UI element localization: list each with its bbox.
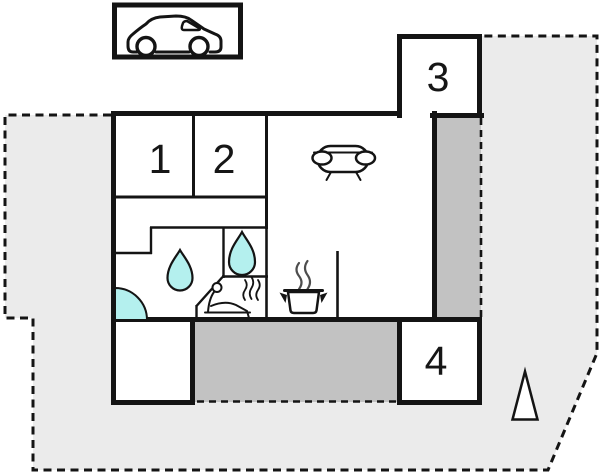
terrace-bottom [195, 320, 397, 402]
car-icon [126, 14, 223, 58]
car-wheel-rear [135, 35, 157, 58]
carport [112, 2, 243, 60]
room-label-2: 2 [213, 136, 236, 182]
shower-icon [114, 286, 149, 321]
terrace-right [437, 117, 481, 318]
room-label-3: 3 [427, 54, 450, 100]
sofa-armrest-left [311, 150, 333, 166]
room-4-body [397, 317, 482, 405]
sauna-icon [204, 276, 261, 319]
boundary-outline [3, 34, 599, 472]
sauna-heat-wave-1 [242, 279, 248, 301]
pot-steam-2 [303, 259, 312, 291]
room-3-body [397, 34, 482, 118]
property-boundary [3, 34, 599, 472]
main-building [111, 111, 437, 323]
room-labels: 1 2 3 4 [149, 54, 450, 384]
water-drop-icon-small [227, 229, 257, 277]
pot-handle-right [320, 292, 328, 303]
water-drop-icon-large [166, 247, 194, 292]
interior-walls [113, 113, 432, 320]
pot-body [286, 290, 321, 315]
north-arrow-icon [510, 366, 540, 421]
car-body [126, 14, 223, 54]
sauna-heat-wave-3 [255, 279, 261, 301]
sauna-heat-wave-2 [248, 276, 255, 300]
pot-steam-1 [295, 261, 303, 291]
room-label-1: 1 [149, 136, 172, 182]
sauna-person-legs [210, 301, 250, 319]
sofa-leg-right [355, 171, 362, 181]
sofa-icon [311, 144, 377, 181]
car-wheel-front [188, 35, 210, 58]
annex-room-body [111, 317, 195, 405]
sofa-armrest-right [354, 150, 377, 166]
sauna-person-back [207, 291, 215, 313]
room-label-4: 4 [425, 338, 448, 384]
sofa-leg-left [325, 171, 332, 181]
outer-walls [111, 34, 484, 405]
car-window [180, 19, 202, 32]
sauna-person-head [211, 282, 223, 293]
cooking-pot-icon [279, 259, 328, 315]
sauna-wall-diagonal [195, 276, 224, 307]
pot-handle-left [279, 292, 287, 303]
